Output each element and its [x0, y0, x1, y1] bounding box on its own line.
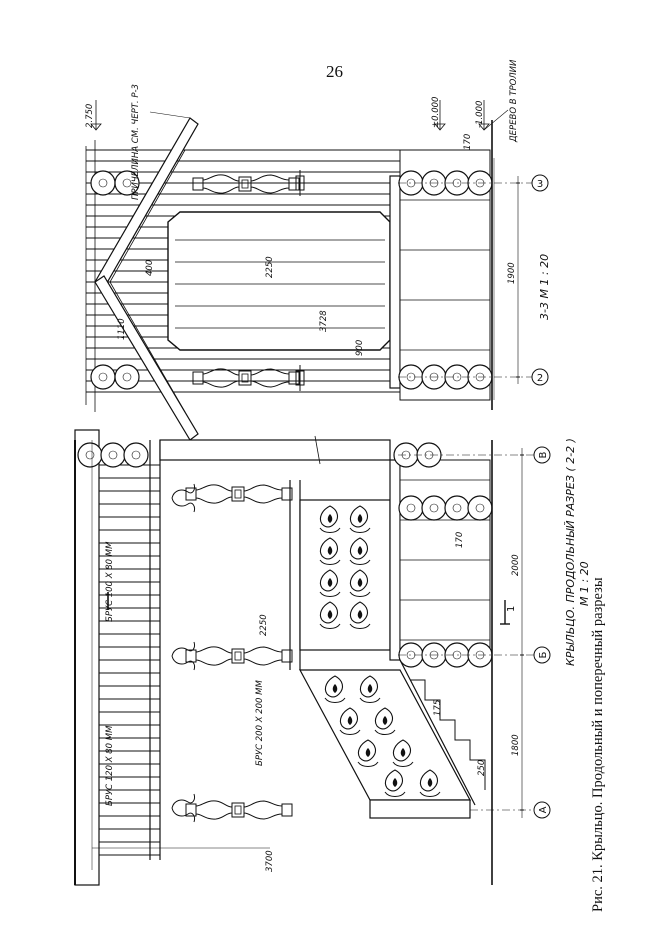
beam-top-label: БРУС 100 Х 80 ММ	[105, 541, 115, 622]
dim-400: 400	[145, 260, 155, 276]
level-zero: ±0.000	[431, 97, 441, 128]
axis-2: 2	[537, 373, 543, 384]
dim-2000: 2000	[511, 554, 521, 576]
dim-3700: 3700	[265, 850, 275, 872]
axis-a: А	[538, 806, 549, 813]
axis-b: Б	[538, 651, 549, 658]
dim-1110: 1110	[117, 318, 127, 340]
dim-1800: 1800	[511, 734, 521, 756]
longitudinal-title: КРЫЛЬЦО. ПРОДОЛЬНЫЙ РАЗРЕЗ ( 2-2 )	[564, 438, 577, 666]
axis-3: 3	[537, 179, 543, 190]
section-mark-1: 1	[506, 606, 517, 612]
dim-170-long: 170	[455, 532, 465, 548]
dim-3728: 3728	[319, 310, 329, 332]
dim-1900: 1900	[507, 262, 517, 284]
barge-board-label: ПРИЧЕЛИНА СМ. ЧЕРТ. Р-3	[131, 84, 141, 200]
beam-stair-label: БРУС 200 Х 200 ММ	[255, 680, 265, 766]
cross-section: 3 2 2.750 ±0.000 -1.000 ПРИЧЕЛИНА СМ. ЧЕ…	[85, 59, 551, 441]
axis-v: В	[538, 451, 549, 458]
level-top: 2.750	[85, 104, 95, 128]
figure-caption: Рис. 21. Крыльцо. Продольный и поперечны…	[590, 577, 606, 912]
dim-250: 250	[477, 760, 487, 776]
beam-low-label: БРУС 120 Х 80 ММ	[105, 725, 115, 806]
longitudinal-section: В Б А БРУС 100 Х 80 ММ БРУС 120 Х 80 ММ …	[74, 429, 591, 886]
dim-175: 175	[433, 700, 443, 716]
longitudinal-scale: М 1 : 20	[578, 561, 591, 606]
timber-note: ДЕРЕВО В ТРОЛИИ	[509, 59, 519, 143]
cross-section-title: 3-3 М 1 : 20	[538, 254, 551, 320]
dim-2250: 2250	[265, 256, 275, 278]
level-minus: -1.000	[475, 101, 485, 128]
dim-2250-long: 2250	[259, 614, 269, 636]
page-number: 26	[326, 62, 343, 81]
dim-900: 900	[355, 340, 365, 356]
dim-170: 170	[463, 134, 473, 150]
